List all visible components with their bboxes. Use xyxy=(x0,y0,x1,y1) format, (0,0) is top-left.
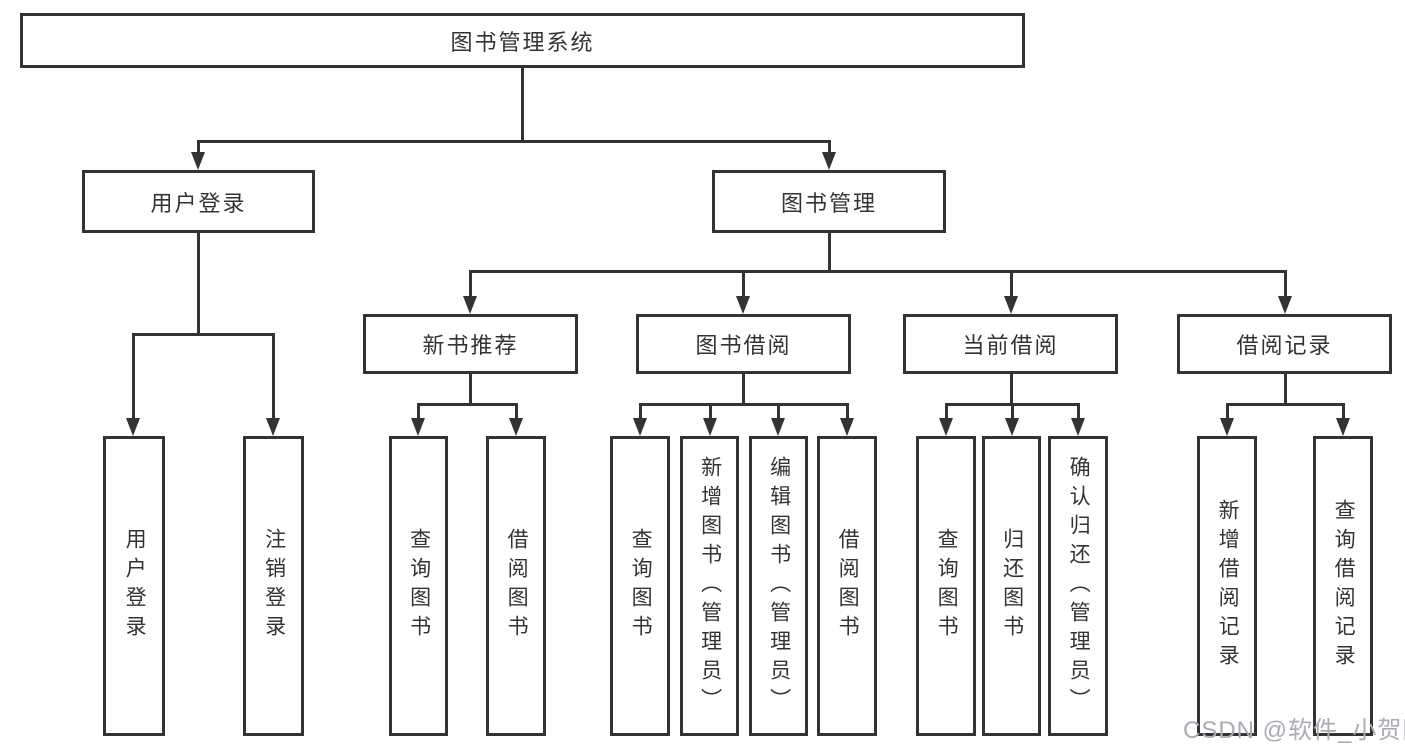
leaf-label: 查询借阅记录 xyxy=(1332,499,1356,673)
node-borrow-records: 借阅记录 xyxy=(1177,314,1392,374)
arrow-down-icon xyxy=(266,418,280,436)
arrow-down-icon xyxy=(1071,418,1085,436)
leaf-label: 新增借阅记录 xyxy=(1216,499,1240,673)
connector-line xyxy=(417,403,518,406)
node-user-login: 用户登录 xyxy=(82,170,315,233)
connector-line xyxy=(777,403,780,420)
leaf-borrow-books: 借阅图书 xyxy=(486,436,546,736)
leaf-label: 新增图书（管理员） xyxy=(698,455,722,717)
leaf-return-books: 归还图书 xyxy=(982,436,1041,736)
connector-line xyxy=(742,374,745,406)
leaf-query-books: 查询图书 xyxy=(916,436,976,736)
arrow-down-icon xyxy=(191,152,205,170)
node-label: 图书管理 xyxy=(780,190,877,216)
arrow-down-icon xyxy=(1336,418,1350,436)
connector-line xyxy=(469,270,1287,273)
connector-line xyxy=(197,233,200,335)
node-label: 图书管理系统 xyxy=(450,29,595,55)
connector-line xyxy=(197,140,200,154)
connector-line xyxy=(1010,270,1013,298)
connector-line xyxy=(132,333,275,336)
leaf-borrow-books: 借阅图书 xyxy=(817,436,877,736)
leaf-label: 借阅图书 xyxy=(836,528,860,644)
leaf-logout: 注销登录 xyxy=(243,436,304,736)
connector-line xyxy=(639,403,848,406)
node-label: 用户登录 xyxy=(150,190,247,216)
node-label: 新书推荐 xyxy=(422,333,519,358)
node-book-borrowing: 图书借阅 xyxy=(636,314,851,374)
connector-line xyxy=(639,403,642,420)
connector-line xyxy=(742,270,745,298)
arrow-down-icon xyxy=(822,152,836,170)
arrow-down-icon xyxy=(1220,418,1234,436)
connector-line xyxy=(521,68,524,142)
connector-line xyxy=(469,270,472,298)
connector-line xyxy=(1226,403,1344,406)
leaf-query-borrow-record: 查询借阅记录 xyxy=(1313,436,1373,736)
connector-line xyxy=(197,140,830,143)
node-library-management-system: 图书管理系统 xyxy=(20,13,1025,68)
node-label: 图书借阅 xyxy=(695,333,792,358)
leaf-label: 借阅图书 xyxy=(505,528,529,644)
connector-line xyxy=(1342,403,1345,420)
leaf-label: 查询图书 xyxy=(629,528,653,644)
leaf-label: 查询图书 xyxy=(935,528,959,644)
arrow-down-icon xyxy=(1004,296,1018,314)
connector-line xyxy=(1284,374,1287,406)
arrow-down-icon xyxy=(703,418,717,436)
leaf-confirm-return-admin: 确认归还（管理员） xyxy=(1048,436,1108,736)
node-new-book-recommend: 新书推荐 xyxy=(363,314,578,374)
arrow-down-icon xyxy=(411,418,425,436)
arrow-down-icon xyxy=(771,418,785,436)
arrow-down-icon xyxy=(736,296,750,314)
arrow-down-icon xyxy=(840,418,854,436)
node-label: 当前借阅 xyxy=(962,333,1059,358)
arrow-down-icon xyxy=(509,418,523,436)
leaf-label: 归还图书 xyxy=(1000,528,1024,644)
leaf-label: 用户登录 xyxy=(123,528,147,644)
arrow-down-icon xyxy=(939,418,953,436)
arrow-down-icon xyxy=(1278,296,1292,314)
connector-line xyxy=(828,140,831,154)
node-book-management: 图书管理 xyxy=(712,170,946,233)
connector-line xyxy=(1226,403,1229,420)
arrow-down-icon xyxy=(126,418,140,436)
leaf-add-borrow-record: 新增借阅记录 xyxy=(1197,436,1257,736)
connector-line xyxy=(1010,374,1013,406)
arrow-down-icon xyxy=(1005,418,1019,436)
connector-line xyxy=(515,403,518,420)
csdn-watermark: CSDN @软件_小贺同学 xyxy=(1183,717,1405,744)
connector-line xyxy=(272,333,275,421)
node-current-borrowing: 当前借阅 xyxy=(903,314,1118,374)
connector-line xyxy=(828,233,831,273)
connector-line xyxy=(846,403,849,420)
leaf-add-books-admin: 新增图书（管理员） xyxy=(680,436,739,736)
connector-line xyxy=(709,403,712,420)
connector-line xyxy=(469,374,472,406)
connector-line xyxy=(1284,270,1287,298)
connector-line xyxy=(945,403,948,420)
connector-line xyxy=(132,333,135,421)
leaf-label: 确认归还（管理员） xyxy=(1067,455,1091,717)
leaf-query-books: 查询图书 xyxy=(610,436,670,736)
leaf-query-books: 查询图书 xyxy=(389,436,448,736)
connector-line xyxy=(1011,403,1014,420)
leaf-user-login: 用户登录 xyxy=(103,436,165,736)
connector-line xyxy=(1077,403,1080,420)
arrow-down-icon xyxy=(463,296,477,314)
node-label: 借阅记录 xyxy=(1236,333,1333,358)
connector-line xyxy=(417,403,420,420)
leaf-label: 查询图书 xyxy=(407,528,431,644)
leaf-label: 注销登录 xyxy=(262,528,286,644)
leaf-edit-books-admin: 编辑图书（管理员） xyxy=(749,436,808,736)
arrow-down-icon xyxy=(633,418,647,436)
leaf-label: 编辑图书（管理员） xyxy=(767,455,791,717)
